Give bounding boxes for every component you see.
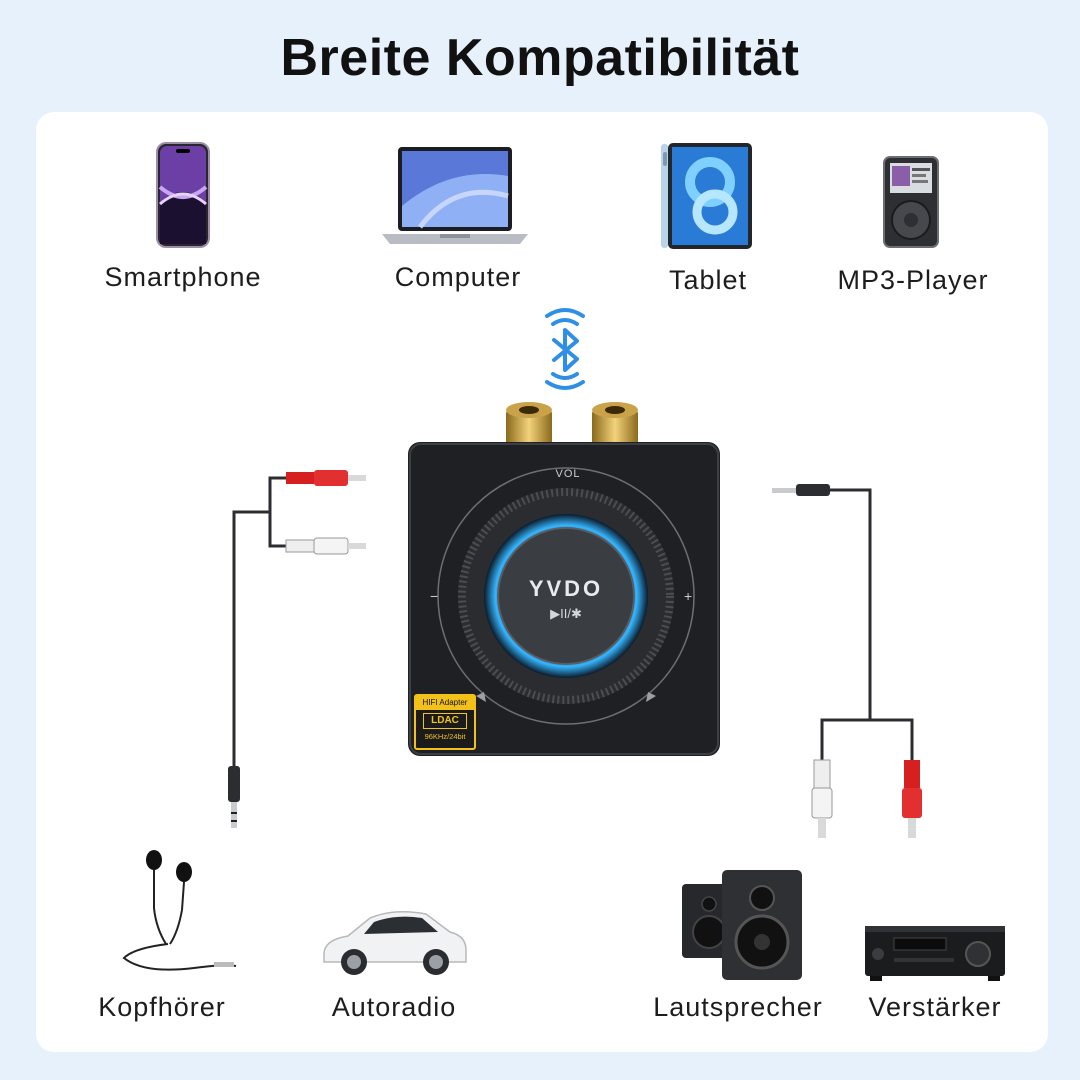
source-label-tablet: Tablet	[668, 265, 748, 295]
bluetooth-dac-device	[404, 400, 724, 760]
left-cable-rca-to-aux	[220, 466, 380, 846]
badge-sample-rate: 96KHz/24bit	[424, 732, 466, 741]
right-cable-aux-to-rca	[770, 480, 950, 850]
page-title: Breite Kompatibilität	[280, 29, 800, 87]
source-label-smartphone: Smartphone	[104, 262, 262, 292]
source-label-mp3-player: MP3-Player	[837, 265, 989, 295]
tablet-icon	[660, 142, 754, 250]
speakers-icon	[680, 864, 804, 984]
volume-plus-label: +	[684, 588, 693, 604]
vol-label: VOL	[555, 468, 581, 480]
playback-bluetooth-button[interactable]: ▶II/✱	[550, 606, 582, 621]
output-label-speakers: Lautsprecher	[653, 992, 823, 1022]
badge-hifi-adapter: HIFI Adapter	[416, 696, 474, 710]
ldac-badge: HIFI Adapter LDAC 96KHz/24bit	[414, 694, 476, 750]
headphones-icon	[114, 848, 244, 978]
badge-ldac: LDAC	[423, 713, 467, 729]
mp3-player-icon	[883, 156, 939, 248]
laptop-icon	[380, 146, 530, 248]
volume-minus-label: −	[430, 588, 439, 604]
output-label-headphones: Kopfhörer	[98, 992, 226, 1022]
bluetooth-icon	[535, 306, 595, 392]
smartphone-icon	[156, 142, 210, 248]
brand-logo: YVDO	[528, 576, 604, 601]
amplifier-icon	[864, 924, 1006, 982]
source-label-computer: Computer	[394, 262, 522, 292]
output-label-amplifier: Verstärker	[868, 992, 1002, 1022]
output-label-car-radio: Autoradio	[331, 992, 457, 1022]
car-icon	[318, 904, 470, 978]
